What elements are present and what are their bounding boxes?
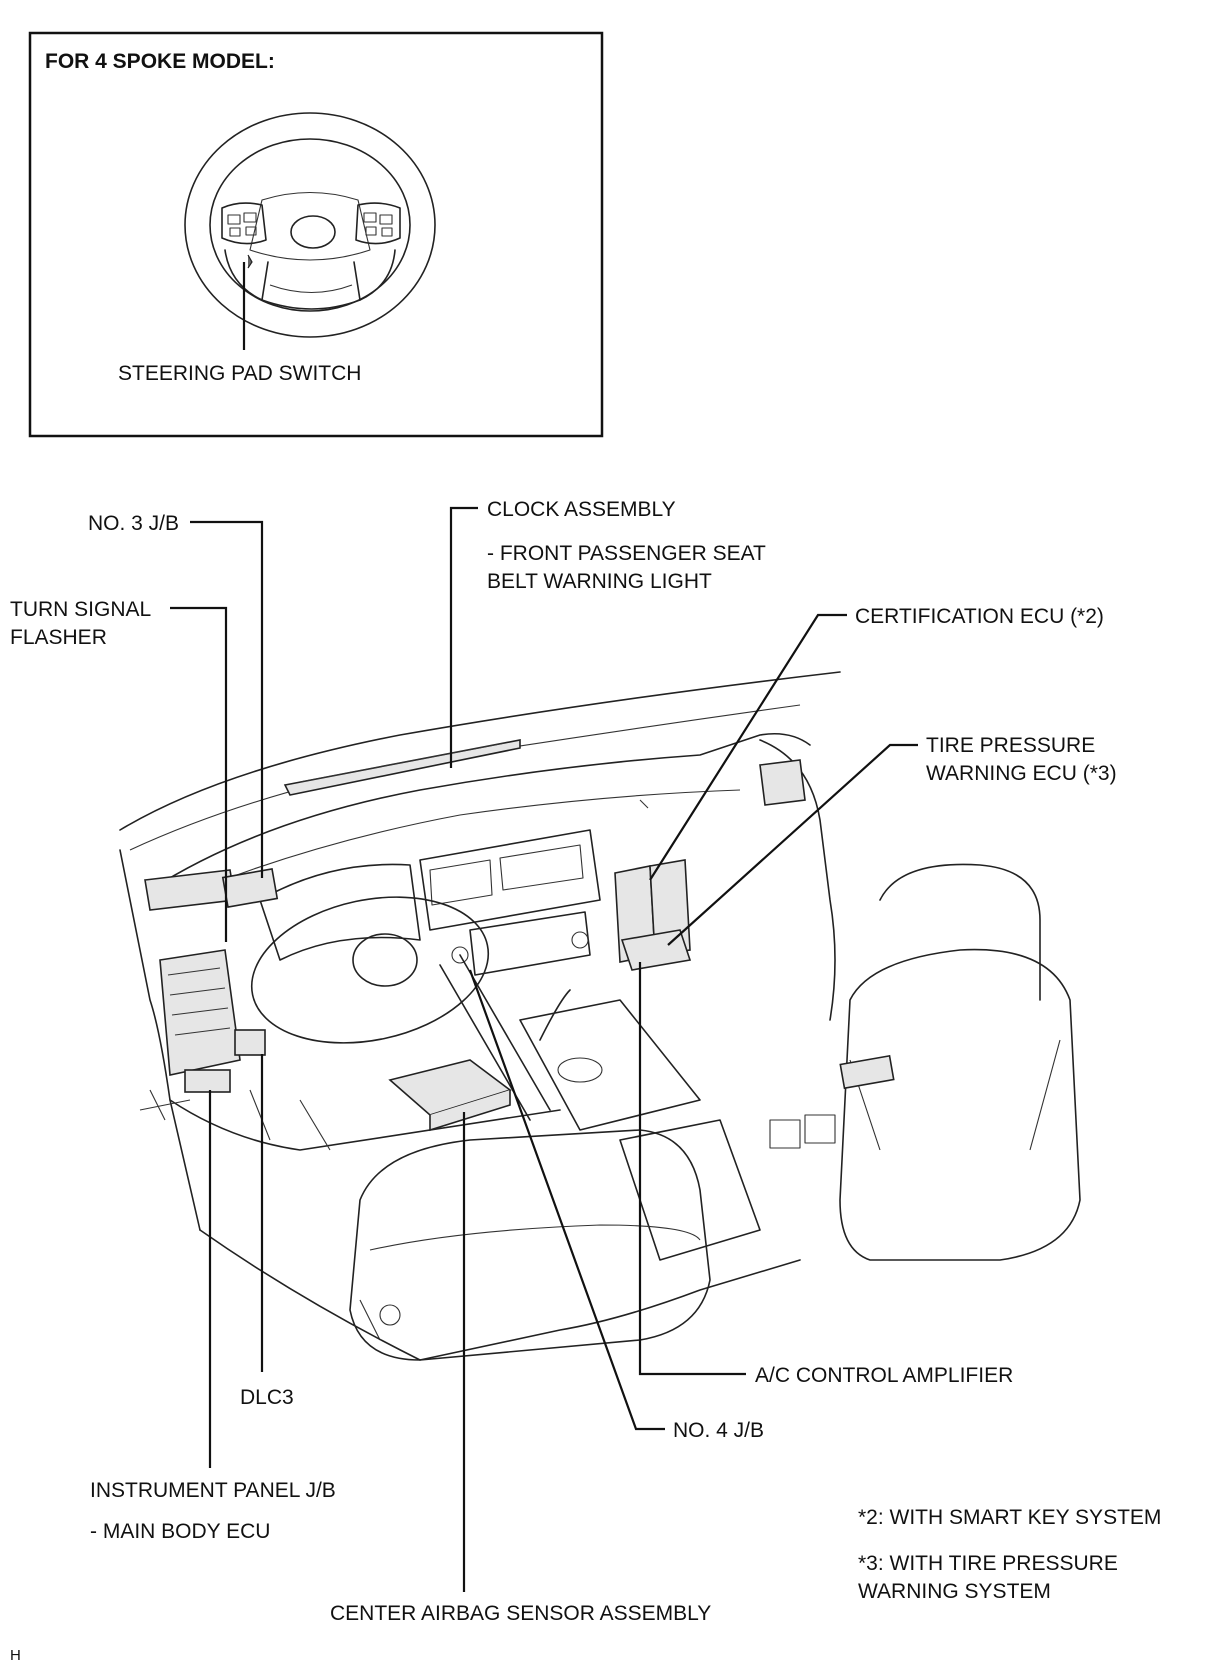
label-no3-jb: NO. 3 J/B [88,512,179,535]
label-front-passenger-seat-line2: BELT WARNING LIGHT [487,570,712,593]
label-turn-signal-flasher-line2: FLASHER [10,626,107,649]
label-ac-control-amplifier: A/C CONTROL AMPLIFIER [755,1364,1013,1387]
label-certification-ecu: CERTIFICATION ECU (*2) [855,605,1104,628]
corner-mark: H [10,1647,21,1664]
label-no4-jb: NO. 4 J/B [673,1419,764,1442]
steering-pad-switch-label: STEERING PAD SWITCH [118,362,361,385]
inset-panel: FOR 4 SPOKE MODEL: [28,31,604,438]
label-dlc3: DLC3 [240,1386,294,1409]
inset-title: FOR 4 SPOKE MODEL: [45,50,275,73]
label-clock-assembly: CLOCK ASSEMBLY [487,498,676,521]
note-tire-pressure-line1: *3: WITH TIRE PRESSURE [858,1552,1118,1575]
label-front-passenger-seat-line1: - FRONT PASSENGER SEAT [487,542,766,565]
note-smart-key: *2: WITH SMART KEY SYSTEM [858,1506,1161,1529]
label-turn-signal-flasher-line1: TURN SIGNAL [10,598,151,621]
callout-labels: NO. 3 J/B TURN SIGNAL FLASHER CLOCK ASSE… [10,498,1117,1625]
note-tire-pressure-line2: WARNING SYSTEM [858,1580,1051,1603]
label-tire-pressure-ecu-line1: TIRE PRESSURE [926,734,1095,757]
label-center-airbag-sensor: CENTER AIRBAG SENSOR ASSEMBLY [330,1602,711,1625]
label-main-body-ecu: - MAIN BODY ECU [90,1520,270,1543]
label-tire-pressure-ecu-line2: WARNING ECU (*3) [926,762,1117,785]
footnotes: *2: WITH SMART KEY SYSTEM *3: WITH TIRE … [858,1506,1161,1603]
steering-wheel-drawing [184,112,436,338]
interior-drawing [119,671,1081,1361]
leader-lines [170,506,918,1592]
label-instrument-panel-jb: INSTRUMENT PANEL J/B [90,1479,336,1502]
